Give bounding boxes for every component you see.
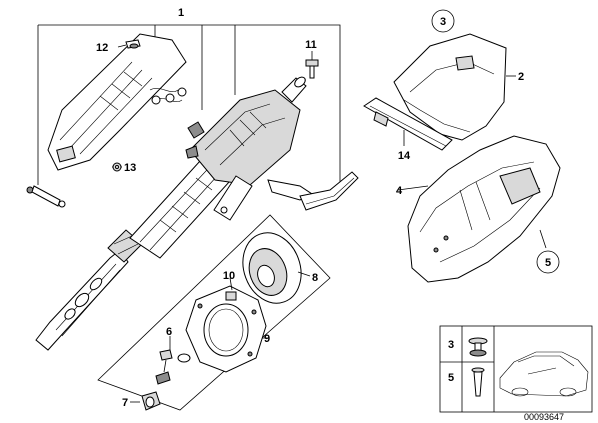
callout-10: 10 <box>223 270 235 282</box>
callout-6: 6 <box>166 326 172 338</box>
callout-8: 8 <box>312 272 318 284</box>
callout-14: 14 <box>398 150 411 162</box>
callout-12: 12 <box>96 42 108 54</box>
callout-4: 4 <box>396 185 403 197</box>
upper-trim-cover-part-2 <box>393 33 516 141</box>
inset-label-5: 5 <box>448 372 454 384</box>
callout-3-circle <box>431 9 455 33</box>
callout-labels: 1 2 3 4 5 6 7 8 9 10 11 12 13 14 3 5 000… <box>96 7 564 422</box>
bolt-part-11 <box>305 51 319 79</box>
nut-part-13 <box>112 162 122 172</box>
inset-screw-icon <box>468 337 488 357</box>
screw-part-12 <box>117 39 141 49</box>
lower-trim-cover-part-4 <box>397 135 561 283</box>
callout-1: 1 <box>178 7 184 19</box>
steering-column-assembly <box>26 24 359 351</box>
slip-ring-part-8 <box>242 232 311 304</box>
callout-2: 2 <box>518 71 524 83</box>
inset-rivet-icon <box>471 367 485 397</box>
screw-part-6 <box>155 336 191 385</box>
callout-7: 7 <box>122 397 128 409</box>
bush-part-7 <box>130 391 161 411</box>
callout-5: 5 <box>545 257 551 269</box>
callout-11: 11 <box>305 39 317 51</box>
trim-strip-part-14 <box>363 97 453 151</box>
callout-5-circle <box>536 250 560 274</box>
callout-9: 9 <box>264 333 270 345</box>
reference-number: 00093647 <box>524 412 564 422</box>
inset-label-3: 3 <box>448 339 454 351</box>
callout-3: 3 <box>440 16 446 28</box>
callout-13: 13 <box>124 162 136 174</box>
car-silhouette-icon <box>499 351 589 397</box>
ring-plate-part-9 <box>185 285 268 373</box>
inset-box <box>439 325 593 413</box>
clip-part-10 <box>225 277 237 301</box>
